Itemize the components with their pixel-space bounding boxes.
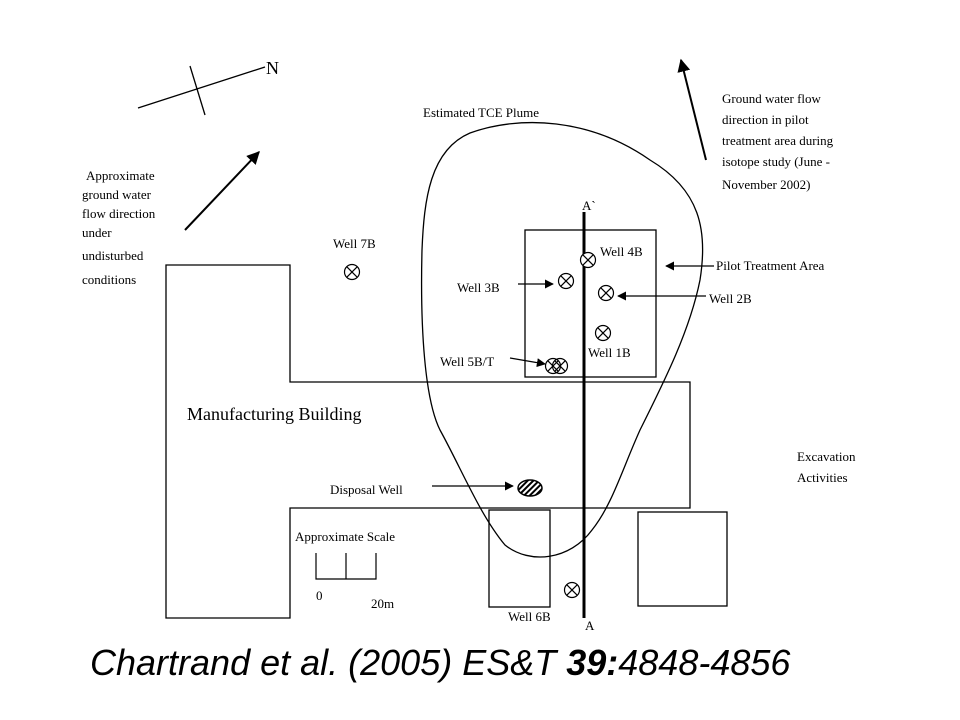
gw-pilot-note: Ground water flow direction in pilot tre… [722, 91, 834, 192]
building-label: Manufacturing Building [187, 404, 361, 424]
well-7b: Well 7B [333, 236, 376, 281]
north-arrow: N [137, 58, 279, 116]
well-4b: Well 4B [579, 244, 643, 269]
scale-20m-label: 20m [371, 596, 394, 611]
gw-undisturbed-arrow [184, 151, 260, 231]
gw-undisturbed-line-1: Approximate [86, 168, 155, 183]
well-2b: Well 2B [597, 284, 752, 306]
citation-pages: 4848-4856 [618, 642, 791, 683]
manufacturing-building-outline [165, 264, 691, 619]
pilot-treatment-area [524, 229, 657, 378]
gw-pilot-line-2: direction in pilot [722, 112, 809, 127]
well-7b-label: Well 7B [333, 236, 376, 251]
section-label-bottom: A [585, 618, 595, 633]
gw-undisturbed-line-3: flow direction [82, 206, 156, 221]
well-5bt-marker-b [551, 357, 569, 375]
gw-undisturbed-line-5: undisturbed [82, 248, 144, 263]
gw-undisturbed-line-4: under [82, 225, 112, 240]
north-label: N [266, 58, 279, 78]
citation: Chartrand et al. (2005) ES&T 39:4848-485… [90, 642, 790, 684]
gw-undisturbed-line-6: conditions [82, 272, 136, 287]
plume-label: Estimated TCE Plume [423, 105, 539, 120]
scale-zero-label: 0 [316, 588, 323, 603]
well-2b-label: Well 2B [709, 291, 752, 306]
well-3b-label: Well 3B [457, 280, 500, 295]
well-6b: Well 6B [508, 581, 581, 624]
gw-undisturbed-note: Approximate ground water flow direction … [82, 168, 156, 287]
scale-title: Approximate Scale [295, 529, 395, 544]
structure-right [637, 511, 728, 607]
well-4b-label: Well 4B [600, 244, 643, 259]
disposal-well: Disposal Well [330, 479, 543, 497]
citation-authors: Chartrand et al. (2005) ES&T [90, 642, 567, 683]
gw-pilot-line-3: treatment area during [722, 133, 834, 148]
well-1b: Well 1B [588, 324, 631, 360]
citation-volume: 39: [566, 642, 619, 683]
structure-left [488, 509, 551, 608]
gw-pilot-line-5: November 2002) [722, 177, 810, 192]
excavation-line-1: Excavation [797, 449, 856, 464]
gw-pilot-arrow [677, 58, 707, 161]
gw-undisturbed-line-2: ground water [82, 187, 152, 202]
scale-bar: Approximate Scale 0 20m [295, 529, 395, 611]
tce-plume-outline [420, 121, 704, 558]
gw-pilot-line-1: Ground water flow [722, 91, 822, 106]
gw-pilot-line-4: isotope study (June - [722, 154, 830, 169]
disposal-well-label: Disposal Well [330, 482, 403, 497]
well-3b: Well 3B [457, 272, 575, 295]
well-5bt-arrow [509, 357, 546, 368]
disposal-well-marker [517, 479, 543, 497]
section-label-top: A` [582, 198, 596, 213]
well-5bt: Well 5B/T [440, 354, 569, 375]
excavation-line-2: Activities [797, 470, 848, 485]
pilot-area-label: Pilot Treatment Area [716, 258, 825, 273]
well-5bt-label: Well 5B/T [440, 354, 494, 369]
well-6b-label: Well 6B [508, 609, 551, 624]
well-1b-label: Well 1B [588, 345, 631, 360]
